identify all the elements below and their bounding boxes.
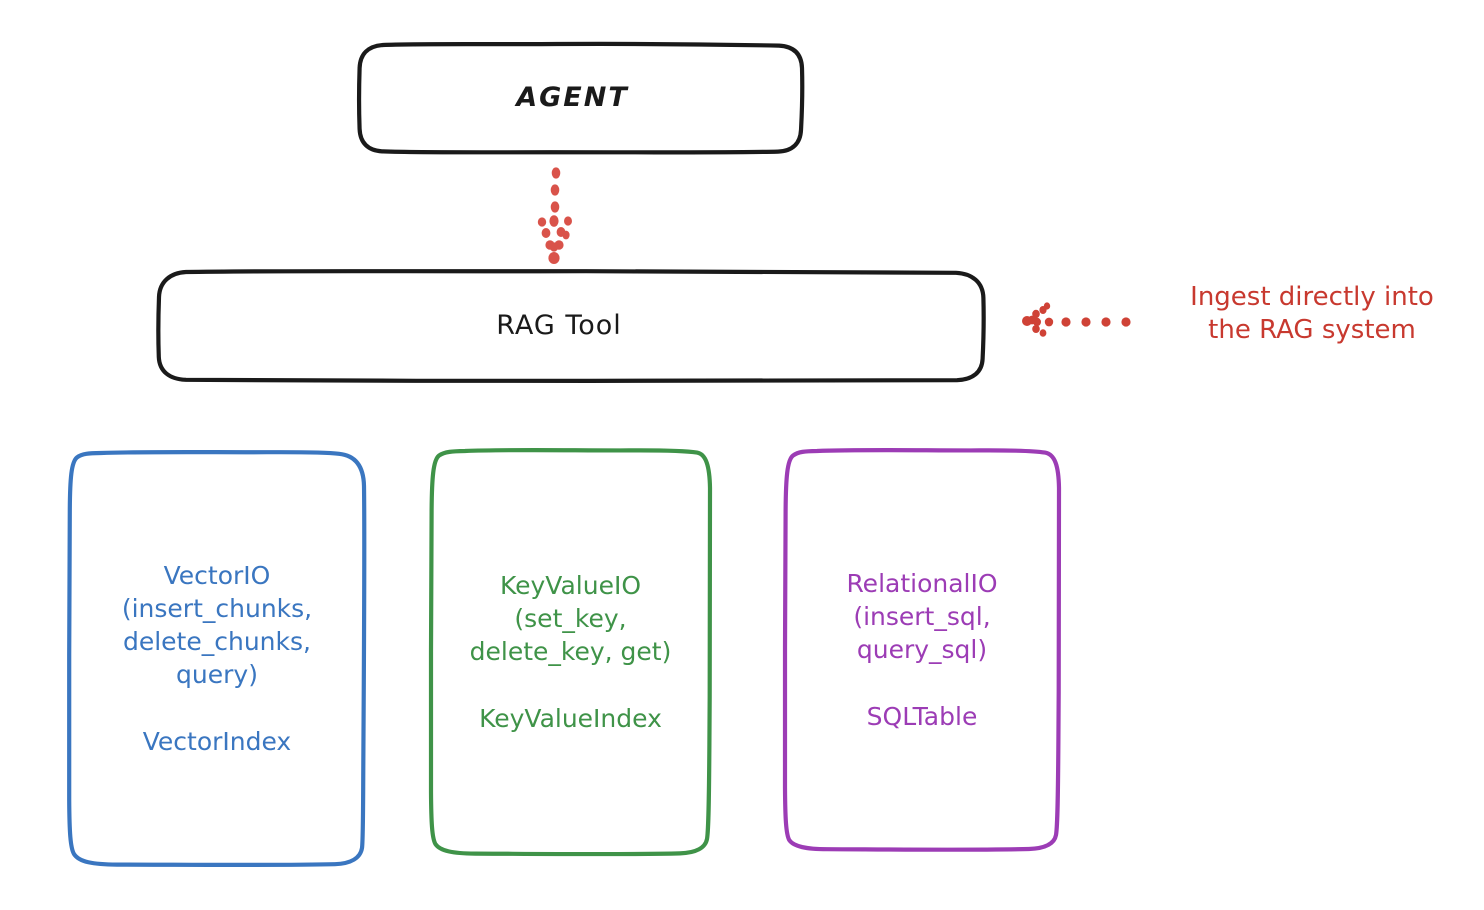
vector-io-text: VectorIO (insert_chunks, delete_chunks, … bbox=[116, 526, 318, 791]
edge-annotation-to-rag-tool bbox=[1022, 302, 1131, 337]
node-keyvalue-io[interactable]: KeyValueIO (set_key, delete_key, get) Ke… bbox=[428, 447, 713, 857]
node-agent[interactable]: AGENT bbox=[356, 41, 805, 155]
node-vector-io[interactable]: VectorIO (insert_chunks, delete_chunks, … bbox=[66, 449, 367, 868]
relational-io-api: RelationalIO (insert_sql, query_sql) bbox=[846, 568, 998, 664]
edge-agent-to-rag-tool bbox=[537, 167, 572, 264]
keyvalue-io-index: KeyValueIndex bbox=[479, 704, 662, 733]
relational-io-index: SQLTable bbox=[866, 701, 978, 731]
node-relational-io[interactable]: RelationalIO (insert_sql, query_sql) SQL… bbox=[782, 447, 1062, 852]
keyvalue-io-api: KeyValueIO (set_key, delete_key, get) bbox=[469, 571, 672, 666]
keyvalue-io-text: KeyValueIO (set_key, delete_key, get) Ke… bbox=[464, 536, 678, 768]
agent-label: AGENT bbox=[516, 82, 629, 114]
relational-io-text: RelationalIO (insert_sql, query_sql) SQL… bbox=[840, 534, 1003, 766]
vector-io-index: VectorIndex bbox=[142, 727, 292, 756]
annotation-label: Ingest directly into the RAG system bbox=[1190, 282, 1434, 346]
vector-io-api: VectorIO (insert_chunks, delete_chunks, … bbox=[121, 561, 313, 689]
rag-tool-label: RAG Tool bbox=[496, 309, 622, 341]
node-rag-tool[interactable]: RAG Tool bbox=[156, 269, 986, 384]
